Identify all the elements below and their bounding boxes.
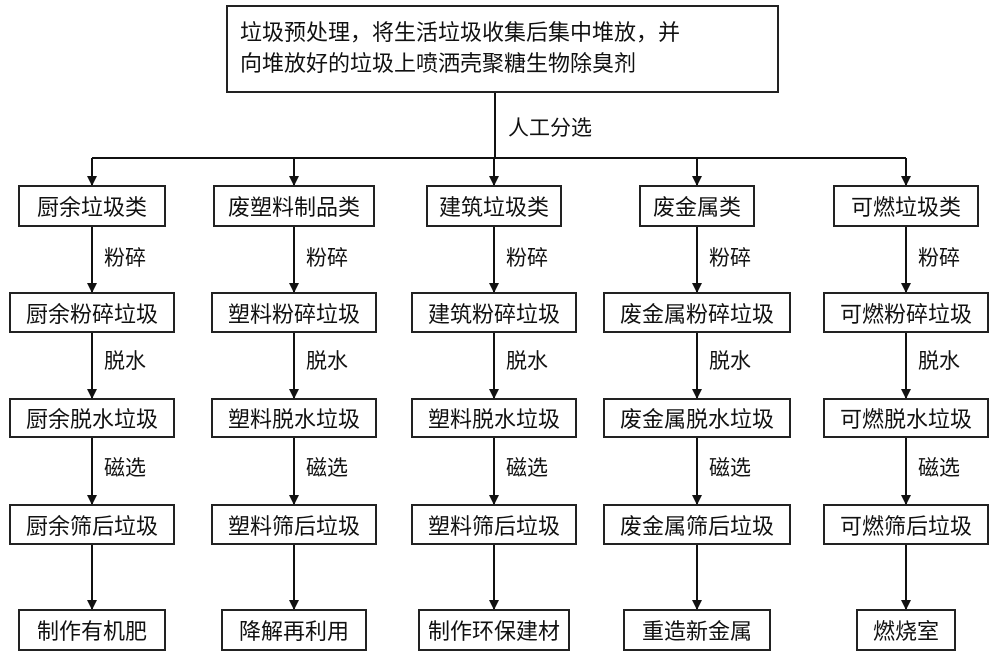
col-2-step-label-3: 磁选 <box>306 456 348 480</box>
col-5-category-text: 可燃垃圾类 <box>850 196 961 221</box>
col-2-step-label-1: 粉碎 <box>306 246 348 270</box>
col-2-category-text: 废塑料制品类 <box>227 196 360 221</box>
col-3-step-label-2: 脱水 <box>506 349 548 373</box>
col-4-step-label-2: 脱水 <box>709 349 751 373</box>
col-3-dewatered-text: 塑料脱水垃圾 <box>427 408 560 433</box>
col-4-step-label-1: 粉碎 <box>709 246 751 270</box>
col-1-crushed-box: 厨余粉碎垃圾 <box>9 292 175 333</box>
col-5-crushed-box: 可燃粉碎垃圾 <box>823 292 989 333</box>
col-1-step-label-3: 磁选 <box>104 456 146 480</box>
col-4-crushed-box: 废金属粉碎垃圾 <box>603 292 791 333</box>
col-4-output-text: 重造新金属 <box>641 620 752 645</box>
col-1-step-label-1: 粉碎 <box>104 246 146 270</box>
col-1-screened-text: 厨余筛后垃圾 <box>25 514 158 540</box>
col-2-crushed-box: 塑料粉碎垃圾 <box>211 292 377 333</box>
col-2-crushed-text: 塑料粉碎垃圾 <box>227 302 360 328</box>
col-3-output-text: 制作环保建材 <box>427 620 560 645</box>
col-1-step-label-2: 脱水 <box>104 349 146 373</box>
col-1-category-text: 厨余垃圾类 <box>36 196 147 221</box>
col-3-crushed-text: 建筑粉碎垃圾 <box>427 302 560 328</box>
col-4-category-box: 废金属类 <box>639 185 755 227</box>
col-5-screened-box: 可燃筛后垃圾 <box>823 504 989 545</box>
col-2-category-box: 废塑料制品类 <box>213 185 375 227</box>
col-4-screened-box: 废金属筛后垃圾 <box>603 504 791 545</box>
col-1-screened-box: 厨余筛后垃圾 <box>9 504 175 545</box>
col-4-crushed-text: 废金属粉碎垃圾 <box>619 302 774 328</box>
col-5-screened-text: 可燃筛后垃圾 <box>839 514 972 540</box>
col-5-step-label-2: 脱水 <box>918 349 960 373</box>
col-3-step-label-1: 粉碎 <box>506 246 548 270</box>
col-5-crushed-text: 可燃粉碎垃圾 <box>839 302 972 328</box>
col-1-dewatered-box: 厨余脱水垃圾 <box>9 398 175 438</box>
col-3-step-label-3: 磁选 <box>506 456 548 480</box>
col-1-output-box: 制作有机肥 <box>18 609 166 651</box>
col-2-output-text: 降解再利用 <box>238 620 349 645</box>
col-4-output-box: 重造新金属 <box>623 609 771 651</box>
col-5-dewatered-box: 可燃脱水垃圾 <box>823 398 989 438</box>
col-4-dewatered-text: 废金属脱水垃圾 <box>619 408 774 433</box>
col-1-category-box: 厨余垃圾类 <box>18 185 166 227</box>
col-3-category-text: 建筑垃圾类 <box>438 196 549 221</box>
col-3-category-box: 建筑垃圾类 <box>426 185 562 227</box>
col-5-dewatered-text: 可燃脱水垃圾 <box>839 408 972 433</box>
col-4-step-label-3: 磁选 <box>709 456 751 480</box>
col-3-dewatered-box: 塑料脱水垃圾 <box>411 398 577 438</box>
col-4-screened-text: 废金属筛后垃圾 <box>619 514 774 540</box>
col-2-output-box: 降解再利用 <box>221 609 367 651</box>
col-4-dewatered-box: 废金属脱水垃圾 <box>603 398 791 438</box>
col-1-dewatered-text: 厨余脱水垃圾 <box>25 408 158 433</box>
col-5-output-box: 燃烧室 <box>856 609 956 651</box>
col-3-screened-text: 塑料筛后垃圾 <box>427 514 560 540</box>
col-2-step-label-2: 脱水 <box>306 349 348 373</box>
split-label: 人工分选 <box>508 116 592 140</box>
preprocess-box: 垃圾预处理，将生活垃圾收集后集中堆放，并 向堆放好的垃圾上喷洒壳聚糖生物除臭剂 <box>226 5 779 93</box>
col-2-screened-text: 塑料筛后垃圾 <box>227 514 360 540</box>
col-1-crushed-text: 厨余粉碎垃圾 <box>25 302 158 328</box>
col-5-step-label-1: 粉碎 <box>918 246 960 270</box>
col-4-category-text: 废金属类 <box>652 196 741 221</box>
col-3-screened-box: 塑料筛后垃圾 <box>411 504 577 545</box>
col-3-output-box: 制作环保建材 <box>418 609 570 651</box>
col-2-dewatered-box: 塑料脱水垃圾 <box>211 398 377 438</box>
col-1-output-text: 制作有机肥 <box>36 620 147 645</box>
col-3-crushed-box: 建筑粉碎垃圾 <box>411 292 577 333</box>
preprocess-line-1: 垃圾预处理，将生活垃圾收集后集中堆放，并 <box>240 21 681 46</box>
preprocess-line-2: 向堆放好的垃圾上喷洒壳聚糖生物除臭剂 <box>240 52 637 77</box>
col-5-step-label-3: 磁选 <box>918 456 960 480</box>
col-2-screened-box: 塑料筛后垃圾 <box>211 504 377 545</box>
col-2-dewatered-text: 塑料脱水垃圾 <box>227 408 360 433</box>
col-5-category-box: 可燃垃圾类 <box>833 185 979 227</box>
col-5-output-text: 燃烧室 <box>872 620 939 645</box>
